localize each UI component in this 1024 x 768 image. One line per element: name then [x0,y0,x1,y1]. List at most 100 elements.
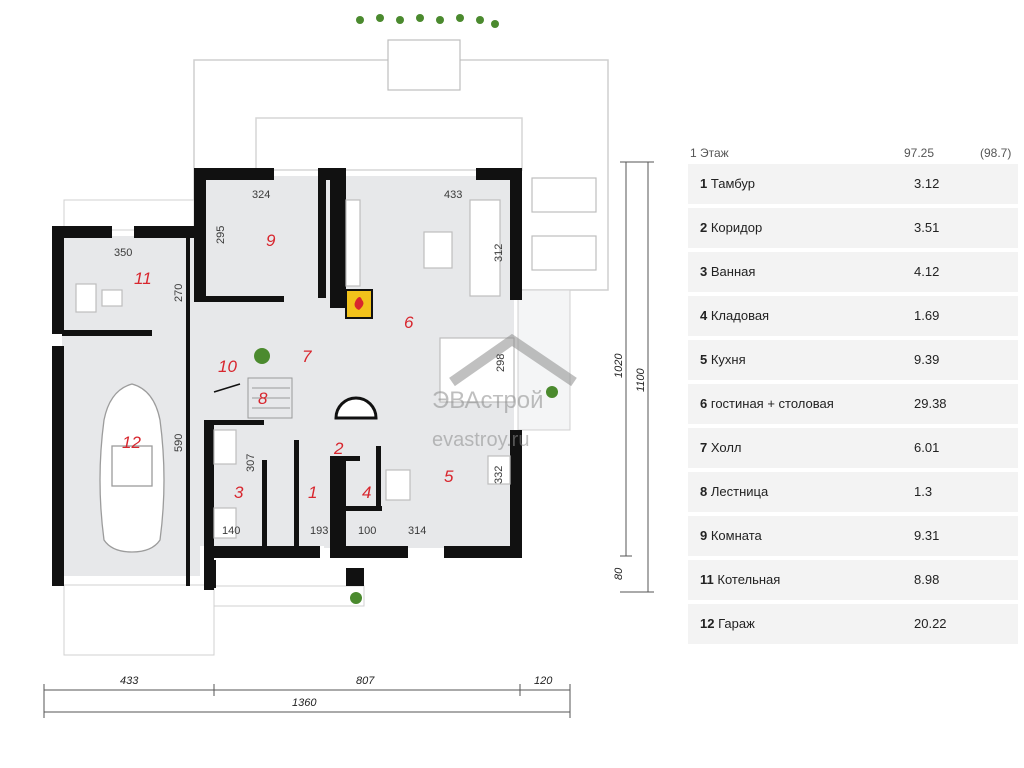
dim-433: 433 [444,189,462,201]
dim-350: 350 [114,247,132,259]
room-area-cell: 8.98 [902,560,976,600]
room-number-7: 7 [302,347,312,366]
room-number-3: 3 [234,483,244,502]
room-name: Комната [710,528,762,543]
room-name-cell: 11 Котельная [688,560,900,600]
room-name: Ванная [710,264,756,279]
dim-270: 270 [173,284,185,302]
house-logo-icon [449,333,577,387]
room-name: Лестница [710,484,769,499]
room-extra-cell [978,428,1018,468]
porch [63,199,195,231]
outer-dim-1100: 1100 [635,367,647,392]
room-area-cell: 3.12 [902,164,976,204]
table-header: 1 Этаж 97.25 (98.7) [688,140,1018,164]
room-extra-cell [978,340,1018,380]
room-number: 7 [700,440,708,455]
terrace-inner [255,117,523,171]
room-name: Коридор [710,220,763,235]
outer-dim-1360: 1360 [292,697,317,709]
room-number: 8 [700,484,708,499]
room-number: 11 [700,572,714,587]
room-extra-cell [978,560,1018,600]
room-number-5: 5 [444,467,454,486]
walls [52,168,522,590]
room-name: Кладовая [710,308,770,323]
room-area-cell: 1.3 [902,472,976,512]
dim-140: 140 [222,525,240,537]
watermark: ЭВАстрой evastroy.ru [432,333,577,451]
room-area-cell: 3.51 [902,208,976,248]
dim-324: 324 [252,189,270,201]
room-area-cell: 9.31 [902,516,976,556]
room-number-11: 11 [134,269,152,288]
floor-area-gross: (98.7) [980,146,1012,160]
dim-298: 298 [495,354,507,372]
room-name-cell: 8 Лестница [688,472,900,512]
watermark-site: evastroy.ru [432,429,529,451]
room-name-cell: 2 Коридор [688,208,900,248]
room-number-6: 6 [404,313,414,332]
outer-dim-120: 120 [534,675,553,687]
dim-590: 590 [173,434,185,452]
dim-332: 332 [493,466,505,484]
dim-295: 295 [215,226,227,244]
room-name: Котельная [717,572,781,587]
room-extra-cell [978,164,1018,204]
room-number-1: 1 [308,483,317,502]
room-name-cell: 6 гостиная + столовая [688,384,900,424]
driveway [63,584,215,656]
dim-193: 193 [310,525,328,537]
room-area-cell: 6.01 [902,428,976,468]
dim-312: 312 [493,244,505,262]
room-name-cell: 1 Тамбур [688,164,900,204]
room-name: Холл [710,440,742,455]
room-number: 5 [700,352,708,367]
room-extra-cell [978,516,1018,556]
room-number: 12 [700,616,715,631]
room-number: 6 [700,396,708,411]
room-name-cell: 4 Кладовая [688,296,900,336]
room-area-cell: 20.22 [902,604,976,644]
watermark-brand: ЭВАстрой [432,387,544,414]
room-number-12: 12 [122,433,141,452]
room-name-cell: 12 Гараж [688,604,900,644]
room-extra-cell [978,604,1018,644]
plant-icon [254,14,558,604]
entrance-step [213,585,365,607]
dim-307: 307 [245,454,257,472]
room-area-cell: 1.69 [902,296,976,336]
outer-dim-433: 433 [120,675,139,687]
dimension-lines [43,161,654,718]
room-area-cell: 9.39 [902,340,976,380]
room-extra-cell [978,296,1018,336]
room-extra-cell [978,252,1018,292]
room-number-2: 2 [333,439,344,458]
room-extra-cell [978,472,1018,512]
room-name: гостиная + столовая [710,396,834,411]
room-number: 1 [700,176,708,191]
room-name-cell: 7 Холл [688,428,900,468]
stairs [247,377,293,419]
room-number: 4 [700,308,708,323]
room-extra-cell [978,208,1018,248]
fire-icon [354,297,364,310]
room-name: Гараж [718,616,755,631]
stairs-arrow [213,383,241,393]
outer-dim-1020: 1020 [613,353,625,378]
room-extra-cell [978,384,1018,424]
room-number-8: 8 [258,389,268,408]
room-name-cell: 5 Кухня [688,340,900,380]
outer-dim-807: 807 [356,675,375,687]
dim-100: 100 [358,525,376,537]
